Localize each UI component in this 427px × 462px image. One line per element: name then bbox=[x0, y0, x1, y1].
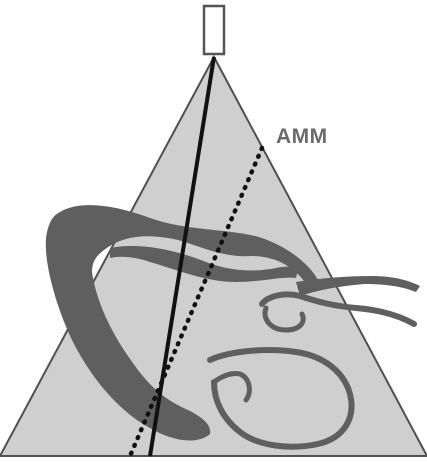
transducer-probe bbox=[204, 6, 224, 54]
amm-label: AMM bbox=[276, 125, 328, 148]
